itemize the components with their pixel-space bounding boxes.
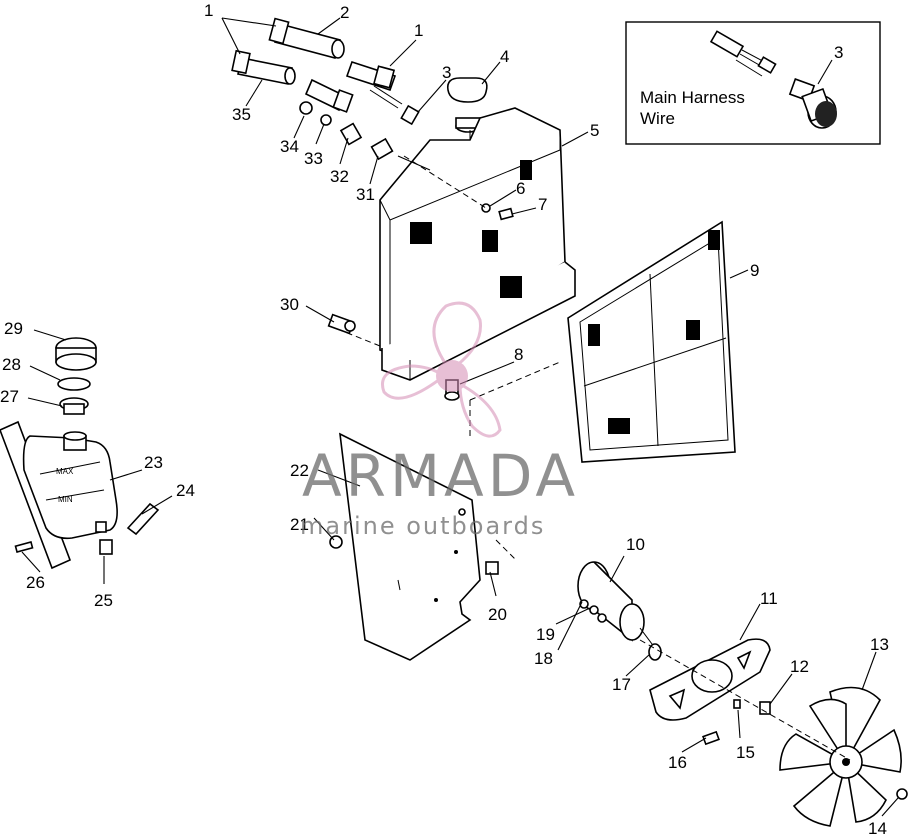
nut-14 bbox=[896, 788, 908, 800]
callout-31: 31 bbox=[356, 185, 375, 204]
callout-22: 22 bbox=[290, 461, 309, 480]
callout-33: 33 bbox=[304, 149, 323, 168]
callout-11: 11 bbox=[760, 589, 778, 608]
coolant-tank: MAX MIN bbox=[0, 420, 118, 570]
spacer-12 bbox=[759, 701, 771, 715]
callout-32: 32 bbox=[330, 167, 349, 186]
callout-27: 27 bbox=[0, 387, 19, 406]
bleed-fitting bbox=[327, 313, 356, 335]
clamp-hose bbox=[345, 60, 397, 92]
callout-20: 20 bbox=[488, 605, 507, 624]
callout-7: 7 bbox=[538, 195, 547, 214]
callout-4: 4 bbox=[500, 47, 509, 66]
callout-29: 29 bbox=[4, 319, 23, 338]
callout-16: 16 bbox=[668, 753, 687, 772]
callout-1b: 1 bbox=[414, 21, 423, 40]
bolt-26 bbox=[14, 541, 34, 553]
callout-2: 2 bbox=[340, 3, 349, 22]
radiator-cap bbox=[446, 77, 488, 133]
callout-17: 17 bbox=[612, 675, 631, 694]
callout-23: 23 bbox=[144, 453, 163, 472]
hose-lower bbox=[231, 49, 296, 85]
watermark-brand: ARMADA bbox=[302, 442, 579, 510]
screw-7 bbox=[498, 207, 514, 221]
callout-14: 14 bbox=[868, 819, 887, 838]
callout-24: 24 bbox=[176, 481, 195, 500]
armada-watermark: ARMADA marine outboards bbox=[300, 301, 579, 540]
callout-25: 25 bbox=[94, 591, 113, 610]
hose-fitting-25 bbox=[99, 539, 113, 555]
watermark-tagline: marine outboards bbox=[300, 512, 545, 540]
shroud-plate bbox=[339, 432, 481, 661]
callout-9: 9 bbox=[750, 261, 759, 280]
nut-15 bbox=[733, 699, 741, 709]
small-fittings bbox=[299, 85, 420, 161]
inset-label-line2: Wire bbox=[640, 109, 675, 128]
harness-connector bbox=[709, 30, 777, 77]
callout-28: 28 bbox=[2, 355, 21, 374]
callout-1a: 1 bbox=[204, 1, 213, 20]
callout-34: 34 bbox=[280, 137, 299, 156]
temperature-sender bbox=[788, 78, 837, 129]
hose-short bbox=[304, 78, 354, 113]
inset-box: Main Harness Wire 3 bbox=[625, 21, 881, 145]
callout-35: 35 bbox=[232, 105, 251, 124]
tank-neck-ring bbox=[59, 397, 89, 415]
callout-15: 15 bbox=[736, 743, 755, 762]
inset-label-line1: Main Harness bbox=[640, 88, 745, 107]
tank-max-label: MAX bbox=[56, 467, 74, 476]
callout-3: 3 bbox=[442, 63, 451, 82]
callout-30: 30 bbox=[280, 295, 299, 314]
callout-13: 13 bbox=[870, 635, 889, 654]
fan-motor bbox=[577, 561, 659, 653]
callout-12: 12 bbox=[790, 657, 809, 676]
propeller-logo-icon bbox=[381, 301, 502, 438]
fan-blade bbox=[779, 686, 902, 827]
callout-8: 8 bbox=[514, 345, 523, 364]
radiator-screen bbox=[567, 220, 736, 463]
callout-10: 10 bbox=[626, 535, 645, 554]
callout-5: 5 bbox=[590, 121, 599, 140]
callout-21: 21 bbox=[290, 515, 309, 534]
callout-18: 18 bbox=[534, 649, 553, 668]
washer-6 bbox=[481, 203, 491, 213]
callout-19: 19 bbox=[536, 625, 555, 644]
radiator bbox=[379, 107, 576, 381]
tank-min-label: MIN bbox=[58, 495, 73, 504]
leader-lines bbox=[21, 17, 899, 817]
tank-cap bbox=[55, 337, 97, 371]
callout-26: 26 bbox=[26, 573, 45, 592]
tank-gasket bbox=[57, 377, 91, 391]
callout-numbers: 1 2 1 3 4 5 6 7 8 9 10 11 12 13 14 15 16… bbox=[0, 1, 889, 838]
grommet-20 bbox=[485, 561, 499, 575]
screw-16 bbox=[702, 730, 720, 746]
callout-3-inset: 3 bbox=[834, 43, 843, 62]
callout-6: 6 bbox=[516, 179, 525, 198]
hose-upper bbox=[268, 17, 345, 59]
overflow-hose bbox=[126, 502, 160, 536]
